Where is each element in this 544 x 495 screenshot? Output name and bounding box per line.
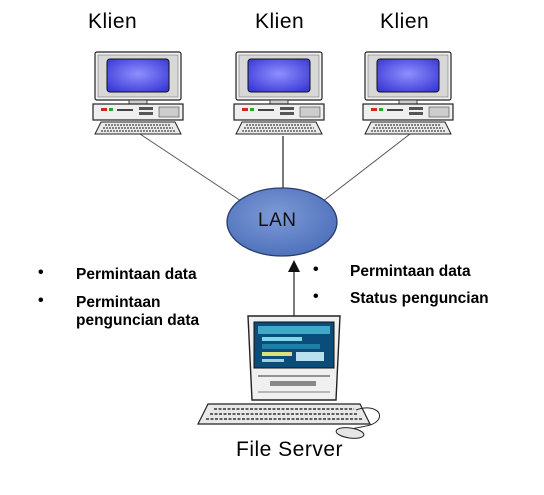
client-computer-1	[92, 51, 184, 135]
right-bullet-1: •	[313, 261, 319, 278]
file-server-computer	[197, 315, 380, 439]
arrow-head	[288, 260, 300, 272]
lan-node	[226, 187, 338, 257]
client-label-1: Klien	[88, 10, 138, 33]
right-note-1: Permintaan data	[350, 263, 471, 280]
left-note-1: Permintaan data	[76, 266, 197, 283]
client-computer-2	[233, 51, 325, 135]
client-computer-3	[362, 51, 454, 135]
client-label-3: Klien	[380, 10, 430, 33]
left-note-2: Permintaan penguncian data	[76, 294, 200, 329]
right-note-2: Status penguncian	[350, 290, 489, 307]
server-label: File Server	[236, 438, 344, 461]
link-right	[317, 133, 411, 206]
lan-label: LAN	[258, 210, 297, 231]
link-left	[139, 133, 248, 206]
right-bullet-2: •	[313, 288, 319, 305]
left-bullet-1: •	[38, 264, 44, 281]
left-bullet-2: •	[38, 292, 44, 309]
client-label-2: Klien	[255, 10, 305, 33]
